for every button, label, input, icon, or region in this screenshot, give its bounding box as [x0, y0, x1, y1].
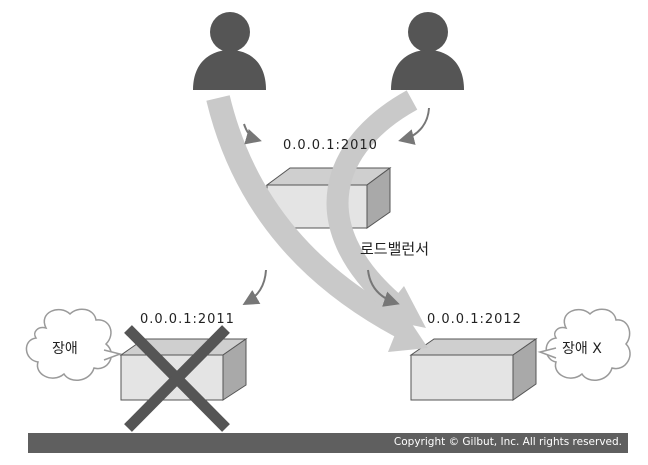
failure-status-label: 장애 — [52, 341, 78, 357]
load-balancer-ip-label: 0.0.0.1:2010 — [283, 138, 378, 153]
server-failed-ip-label: 0.0.0.1:2011 — [140, 312, 235, 327]
flow-arrow-left-user — [206, 95, 428, 352]
small-arrow-to-healthy-server — [367, 269, 400, 307]
load-balancer-label: 로드밸런서 — [360, 240, 430, 258]
no-failure-status-label: 장애 X — [562, 341, 602, 357]
failure-cross-icon — [124, 325, 230, 432]
user-left-icon — [193, 12, 266, 90]
cloud-bubble-right — [537, 308, 631, 381]
flow-arrow-right-user — [326, 90, 426, 328]
small-arrow-right-to-lb — [398, 107, 430, 145]
cloud-bubble-left — [25, 308, 123, 381]
copyright-text: Copyright © Gilbut, Inc. All rights rese… — [393, 436, 622, 448]
user-right-icon — [391, 12, 464, 90]
small-arrow-to-failed-server — [242, 269, 267, 306]
footer-bar: Copyright © Gilbut, Inc. All rights rese… — [28, 433, 628, 453]
server-healthy-box — [409, 338, 538, 401]
server-healthy-ip-label: 0.0.0.1:2012 — [427, 312, 522, 327]
small-arrow-left-to-lb — [243, 123, 262, 145]
